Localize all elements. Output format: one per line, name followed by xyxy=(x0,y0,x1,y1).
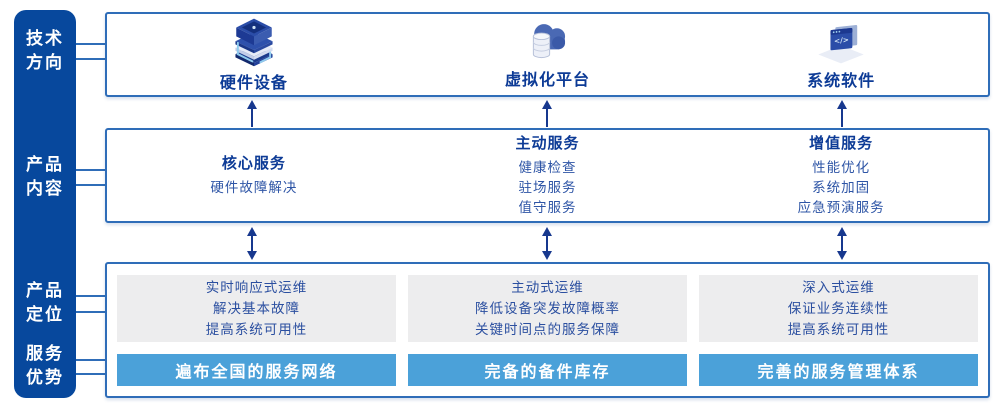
tech-label-software: 系统软件 xyxy=(807,73,876,90)
content-item: 性能优化 xyxy=(812,159,871,175)
sidebar-label-line: 方向 xyxy=(26,53,64,72)
product-content-box: 核心服务 硬件故障解决 主动服务 健康检查 驻场服务 值守服务 增值服务 性能优… xyxy=(105,128,990,223)
content-item: 应急预演服务 xyxy=(797,199,885,215)
positioning-point: 解决基本故障 xyxy=(213,301,300,316)
sidebar-label-line: 技术 xyxy=(26,29,64,48)
code-window-icon: </> xyxy=(815,18,867,65)
connector-line xyxy=(76,169,105,171)
positioning-point: 保证业务连续性 xyxy=(787,301,890,316)
content-item: 健康检查 xyxy=(518,159,577,175)
category-sidebar: 技术方向 产品内容 产品定位 服务优势 xyxy=(14,10,76,398)
sidebar-label-product-position: 产品定位 xyxy=(14,279,76,327)
positioning-point: 实时响应式运维 xyxy=(205,280,308,295)
connector-line xyxy=(76,295,105,297)
content-item: 值守服务 xyxy=(518,199,577,215)
arrow-up-icon xyxy=(540,100,554,127)
positioning-panel: 主动式运维 降低设备突发故障概率 关键时间点的服务保障 xyxy=(408,275,687,342)
connector-line xyxy=(76,43,105,45)
tech-label-hardware: 硬件设备 xyxy=(219,74,288,92)
sidebar-label-tech-direction: 技术方向 xyxy=(14,27,76,75)
advantage-bar: 完备的备件库存 xyxy=(408,354,687,386)
tech-direction-box: 硬件设备 虚拟化平台 xyxy=(105,12,990,97)
positioning-point: 关键时间点的服务保障 xyxy=(475,322,620,337)
tech-item-virtualization: 虚拟化平台 xyxy=(401,14,695,95)
tech-label-virtualization: 虚拟化平台 xyxy=(505,71,591,89)
positioning-col-proactive: 主动式运维 降低设备突发故障概率 关键时间点的服务保障 完备的备件库存 xyxy=(408,275,687,386)
content-col-core-service: 核心服务 硬件故障解决 xyxy=(107,130,401,221)
content-item: 驻场服务 xyxy=(518,179,577,195)
positioning-point: 降低设备突发故障概率 xyxy=(475,301,620,316)
content-title: 主动服务 xyxy=(515,134,580,152)
content-title: 核心服务 xyxy=(221,154,286,172)
arrow-updown-icon xyxy=(540,227,554,260)
positioning-point: 提高系统可用性 xyxy=(205,322,308,337)
positioning-point: 深入式运维 xyxy=(802,280,875,295)
sidebar-label-line: 优势 xyxy=(26,368,64,387)
sidebar-label-line: 产品 xyxy=(26,281,64,300)
sidebar-label-line: 服务 xyxy=(26,344,64,363)
connector-line xyxy=(76,58,105,60)
connector-line xyxy=(76,184,105,186)
connector-line xyxy=(76,359,105,361)
advantage-bar: 遍布全国的服务网络 xyxy=(117,354,396,386)
server-stack-icon xyxy=(228,17,280,67)
sidebar-label-service-advantage: 服务优势 xyxy=(14,342,76,390)
connector-line xyxy=(76,311,105,313)
positioning-col-indepth: 深入式运维 保证业务连续性 提高系统可用性 完善的服务管理体系 xyxy=(699,275,978,386)
content-title: 增值服务 xyxy=(809,134,874,152)
arrow-up-icon xyxy=(245,100,259,127)
sidebar-label-line: 定位 xyxy=(26,305,64,324)
tech-item-hardware: 硬件设备 xyxy=(107,14,401,95)
positioning-point: 提高系统可用性 xyxy=(787,322,890,337)
positioning-point: 主动式运维 xyxy=(511,280,584,295)
advantage-bar: 完善的服务管理体系 xyxy=(699,354,978,386)
arrow-updown-icon xyxy=(835,227,849,260)
svg-text:</>: </> xyxy=(834,35,849,46)
content-col-proactive-service: 主动服务 健康检查 驻场服务 值守服务 xyxy=(401,130,695,221)
sidebar-label-line: 内容 xyxy=(26,179,64,198)
positioning-col-realtime: 实时响应式运维 解决基本故障 提高系统可用性 遍布全国的服务网络 xyxy=(117,275,396,386)
product-positioning-box: 实时响应式运维 解决基本故障 提高系统可用性 遍布全国的服务网络 主动式运维 降… xyxy=(105,262,990,398)
positioning-panel: 深入式运维 保证业务连续性 提高系统可用性 xyxy=(699,275,978,342)
content-col-value-added-service: 增值服务 性能优化 系统加固 应急预演服务 xyxy=(694,130,988,221)
content-item: 硬件故障解决 xyxy=(210,179,298,195)
sidebar-label-product-content: 产品内容 xyxy=(14,153,76,201)
content-item: 系统加固 xyxy=(812,179,871,195)
arrow-updown-icon xyxy=(245,227,259,260)
cloud-database-icon xyxy=(522,20,574,64)
tech-item-software: </> 系统软件 xyxy=(694,14,988,95)
connector-line xyxy=(76,373,105,375)
arrow-up-icon xyxy=(835,100,849,127)
sidebar-label-line: 产品 xyxy=(26,155,64,174)
positioning-panel: 实时响应式运维 解决基本故障 提高系统可用性 xyxy=(117,275,396,342)
